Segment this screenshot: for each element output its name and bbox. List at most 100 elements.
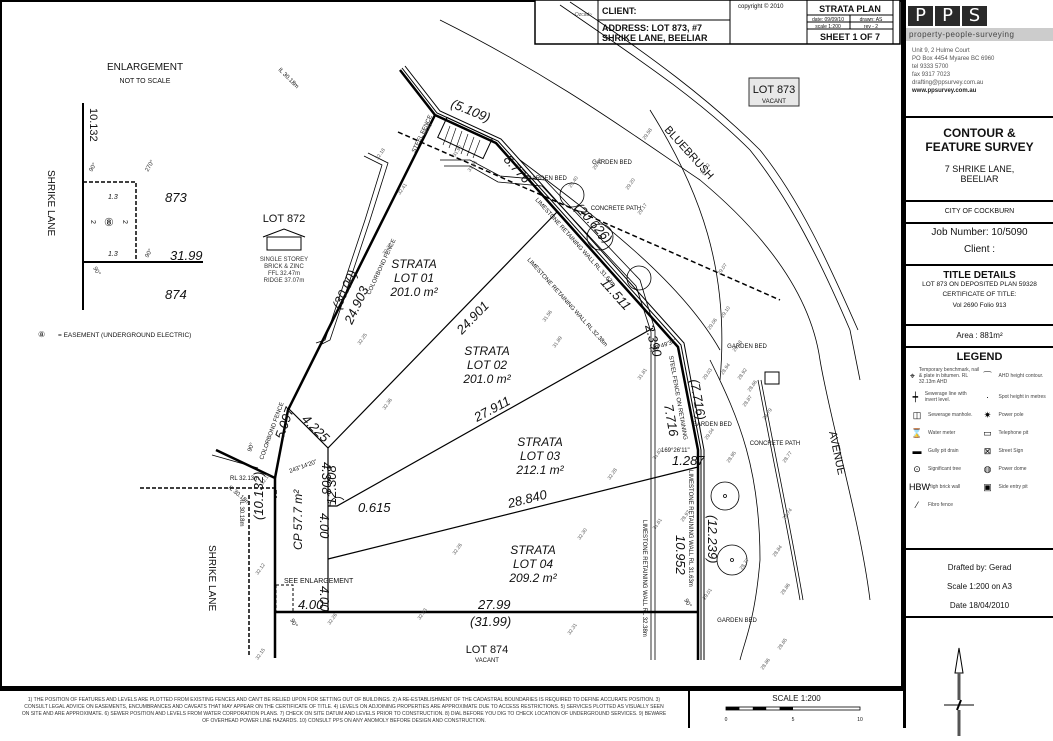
legend-item: ⌖Temporary benchmark, nail & plate in bi… [909, 367, 980, 385]
lot-03-area: 212.1 m² [515, 463, 564, 477]
spot-height: 31.56 [542, 309, 554, 323]
enl-angle: 90° [145, 248, 155, 259]
legend-label: Temporary benchmark, nail & plate in bit… [918, 367, 980, 385]
angle: 90° [247, 442, 256, 453]
scale-tick: 0 [725, 717, 728, 723]
spot-height: 29.03 [702, 367, 714, 381]
retaining-wall-label: LIMESTONE RETAINING WALL RL 32.38m [641, 520, 647, 637]
pps-logo: P P S [908, 6, 1053, 26]
spot-height: 32.36 [382, 397, 394, 411]
sewerage-line-icon: ┿ [912, 391, 919, 402]
feature-labels: GARDEN BED GARDEN BED GARDEN BED GARDEN … [527, 160, 800, 624]
spot-height: 32.26 [452, 542, 464, 556]
site-area: Area : 881m² [906, 326, 1053, 348]
enl-height: 2 [121, 220, 128, 224]
concrete-path-label: CONCRETE PATH [750, 441, 800, 447]
dim: (7.716) [687, 378, 709, 421]
spot-height: 29.20 [625, 177, 637, 191]
legend: LEGEND ⌖Temporary benchmark, nail & plat… [906, 348, 1053, 550]
tree-icon [626, 265, 652, 291]
enl-dim: 10.132 [87, 108, 99, 142]
dim: 1.287 [672, 453, 705, 468]
gully-pit-icon: ▬ [912, 446, 922, 456]
enl-angle: 90° [89, 162, 99, 173]
legend-item: ┿Sewerage line with invert level. [909, 391, 980, 403]
lot-01-area: 201.0 m² [389, 285, 438, 299]
spot-height: 31.81 [637, 367, 649, 381]
spot-height: 29.04 [704, 427, 716, 441]
dim: 4.00 [317, 586, 332, 612]
title-block: ~Ozcad~ CLIENT: ADDRESS: LOT 873, #7 SHR… [534, 0, 901, 45]
enl-lot: 873 [165, 190, 187, 205]
lot-873: LOT 873 [753, 84, 796, 96]
north-arrow-icon [944, 647, 974, 736]
common-property-area: CP 57.7 m² [291, 489, 305, 550]
company-website: www.ppsurvey.com.au [912, 88, 977, 94]
survey-notes: 1) THE POSITION OF FEATURES AND LEVELS A… [0, 688, 688, 728]
dim: 4.00 [298, 597, 324, 612]
survey-title: CONTOUR & FEATURE SURVEY [925, 126, 1034, 154]
legend-label: AHD height contour. [998, 373, 1044, 379]
garden-bed-label: GARDEN BED [692, 422, 732, 428]
survey-drawing: ~Ozcad~ CLIENT: ADDRESS: LOT 873, #7 SHR… [0, 0, 903, 688]
lot-01-name: STRATA [391, 257, 437, 271]
telephone-pit-icon: ▭ [983, 427, 992, 438]
lot-874: LOT 874 [466, 644, 509, 656]
enl-dim: 31.99 [170, 248, 203, 263]
logo-letter: P [908, 6, 933, 26]
side-entry-pit-icon: ▣ [983, 481, 992, 492]
client-field: Client : [963, 244, 996, 255]
dim: 0.615 [358, 500, 391, 515]
dim: 4.225 [299, 412, 333, 446]
house-icon [266, 236, 302, 251]
invert-level: IL 30.18m [277, 67, 300, 90]
job-number: Job Number: 10/5090 [931, 227, 1028, 238]
company-address: Unit 9, 2 Hulme Court [912, 48, 970, 54]
concrete-path-label: CONCRETE PATH [591, 206, 641, 212]
title-details: TITLE DETAILS LOT 873 ON DEPOSITED PLAN … [906, 266, 1053, 326]
house-desc: RIDGE 37.07m [264, 278, 305, 284]
enl-street: SHRIKE LANE [45, 170, 56, 236]
legend-label: Water meter [928, 430, 956, 436]
angle: 90° [288, 618, 298, 629]
drawing-frame [0, 0, 903, 688]
legend-label: High brick wall [928, 484, 961, 490]
house-desc: FFL 32.47m [268, 271, 300, 277]
legend-label: Power dome [998, 466, 1027, 472]
address-line2: SHRIKE LANE, BEELIAR [602, 33, 708, 43]
company-email: drafting@ppsurvey.com.au [912, 80, 984, 86]
invert-level: IL 30.18m [238, 500, 244, 526]
spot-height: 28.95 [726, 450, 738, 464]
easement-legend: = EASEMENT (UNDERGROUND ELECTRIC) [58, 332, 191, 339]
legend-item: ▬Gully pit drain [909, 445, 980, 457]
drafting-info: Drafted by: Gerad Scale 1:200 on A3 Date… [906, 550, 1053, 618]
lot-874-status: VACANT [475, 658, 499, 664]
title-details-heading: TITLE DETAILS [943, 270, 1016, 281]
spot-heights: 31.6332.1832.4132.3032.2531.9231.6131.56… [255, 122, 794, 671]
significant-trees [559, 182, 748, 576]
plan-scale: scale 1:200 [815, 24, 841, 30]
garden-bed-label: GARDEN BED [592, 160, 632, 166]
enlargement-subtitle: NOT TO SCALE [120, 78, 171, 85]
address-line1: ADDRESS: LOT 873, #7 [602, 23, 702, 33]
legend-label: Significant tree [928, 466, 962, 472]
street-sign-icon: ⊠ [983, 445, 992, 456]
spot-height: 32.30 [577, 527, 589, 541]
legend-item: ◫Sewerage manhole. [909, 409, 980, 421]
legend-label: Street Sign [998, 448, 1024, 454]
plan-date: date: 09/09/10 [812, 17, 844, 23]
enl-angle: 90° [91, 266, 101, 277]
see-enlargement-note: SEE ENLARGEMENT [284, 578, 354, 585]
lot-03-name: STRATA [517, 435, 563, 449]
vol-folio: Vol 2690 Folio 913 [952, 302, 1007, 309]
street-avenue: AVENUE [826, 430, 847, 476]
spot-height: 29.06 [707, 317, 719, 331]
client-label: CLIENT: [602, 6, 637, 16]
legend-label: Telephone pit [998, 430, 1029, 436]
garden-bed-label: GARDEN BED [527, 176, 567, 182]
lot-03-number: LOT 03 [520, 449, 560, 463]
legend-item: ·Spot height in metres [980, 391, 1051, 403]
enl-angle: 270° [145, 159, 157, 173]
easement-line [140, 487, 277, 498]
